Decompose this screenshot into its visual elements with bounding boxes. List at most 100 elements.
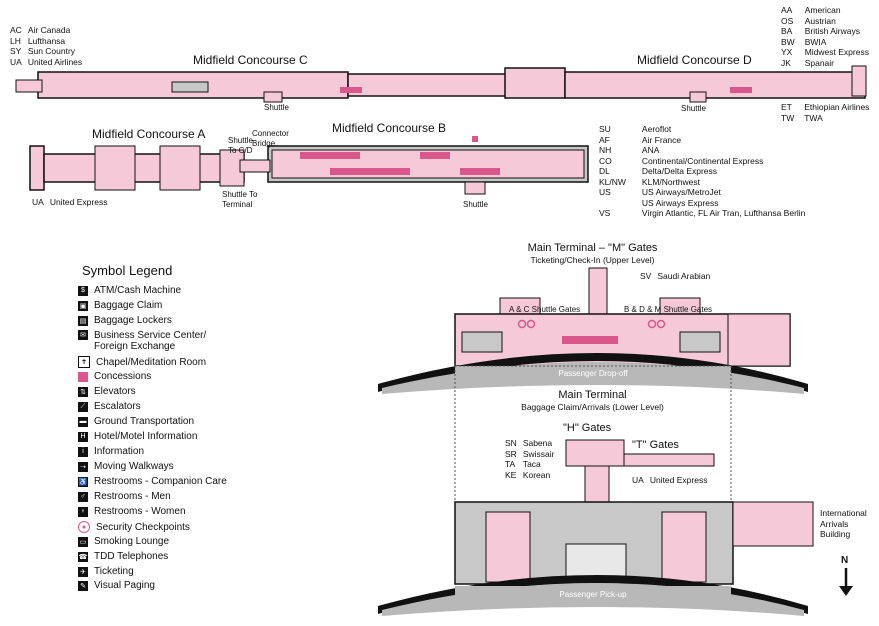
airline-code: UA bbox=[32, 197, 44, 207]
legend-label: ATM/Cash Machine bbox=[94, 285, 182, 296]
concourse-c-building bbox=[15, 71, 509, 103]
airline-name: ANA bbox=[641, 145, 660, 155]
ticketing-upper-label: Ticketing/Check-In (Upper Level) bbox=[530, 255, 655, 265]
legend-label: Baggage Claim bbox=[94, 300, 163, 311]
security-checkpoint-icon: ● bbox=[78, 521, 90, 533]
legend-label: Elevators bbox=[94, 386, 136, 397]
smoking-lounge-icon: ▭ bbox=[78, 536, 88, 547]
airline-name: Spanair bbox=[804, 57, 835, 68]
legend-item: ✝Chapel/Meditation Room bbox=[78, 356, 206, 368]
legend-label: Visual Paging bbox=[94, 580, 155, 591]
legend-label: Ticketing bbox=[94, 566, 134, 577]
airline-name: US Airways/MetroJet bbox=[641, 187, 721, 197]
airline-code: AA bbox=[781, 5, 793, 15]
legend-label: Ground Transportation bbox=[94, 416, 195, 427]
airline-code: UA bbox=[10, 56, 22, 67]
bdm-shuttle-gates-label: B & D & M Shuttle Gates bbox=[624, 305, 713, 314]
baggage-claim-icon: ▣ bbox=[78, 300, 88, 311]
legend-label: Baggage Lockers bbox=[94, 315, 172, 326]
airline-name: Air France bbox=[641, 134, 682, 145]
shuttle-to-cd-label: Shuttle To C/D bbox=[228, 136, 253, 155]
airline-code: TW bbox=[781, 112, 795, 123]
legend-item: ▬ Ground Transportation bbox=[78, 416, 194, 427]
legend-label: Moving Walkways bbox=[94, 461, 174, 472]
ground-transportation-icon: ▬ bbox=[78, 416, 88, 427]
legend-label: Restrooms - Men bbox=[94, 491, 171, 502]
concourse-c-title: Midfield Concourse C bbox=[193, 53, 308, 67]
escalator-icon: ⟋ bbox=[78, 401, 88, 412]
airline-name: United Airlines bbox=[27, 56, 83, 67]
legend-item: ▣ Baggage Claim bbox=[78, 300, 162, 311]
airline-name: Korean bbox=[522, 469, 551, 480]
airline-name: Saudi Arabian bbox=[657, 271, 711, 281]
airlines-a-list: UA United Express bbox=[32, 197, 107, 208]
airline-code: CO bbox=[599, 155, 612, 166]
legend-item: ♿Restrooms - Companion Care bbox=[78, 476, 227, 487]
concourse-d-title: Midfield Concourse D bbox=[637, 53, 752, 67]
legend-item: ▭Smoking Lounge bbox=[78, 536, 169, 547]
legend-label: Hotel/Motel Information bbox=[94, 431, 198, 442]
airline-code: SV bbox=[640, 271, 652, 281]
airline-name: Aeroflot bbox=[641, 124, 672, 134]
legend-item: ✉ Business Service Center/ Foreign Exchan… bbox=[78, 330, 206, 352]
shuttle-b-label: Shuttle bbox=[463, 200, 488, 209]
legend-label: Security Checkpoints bbox=[96, 521, 190, 533]
airline-code: US bbox=[599, 187, 611, 197]
restroom-men-icon: ♂ bbox=[78, 491, 88, 502]
concourse-a-title: Midfield Concourse A bbox=[92, 127, 206, 141]
legend-item: ⇅Elevators bbox=[78, 386, 136, 397]
legend-item: ✎ Visual Paging bbox=[78, 580, 155, 591]
legend-item: ⟋Escalators bbox=[78, 401, 141, 412]
airline-code: SY bbox=[10, 46, 22, 56]
legend-item: ☎TDD Telephones bbox=[78, 551, 168, 562]
airline-code: AF bbox=[599, 134, 610, 145]
airline-name: Continental/Continental Express bbox=[641, 155, 764, 166]
legend-title: Symbol Legend bbox=[82, 263, 173, 278]
airline-code: BW bbox=[781, 36, 795, 47]
airline-name: Delta/Delta Express bbox=[641, 166, 718, 176]
connector-bridge-label: Connector Bridge bbox=[252, 129, 289, 148]
legend-item: ➝Moving Walkways bbox=[78, 461, 174, 472]
drop-off-label: Passenger Drop-off bbox=[558, 369, 628, 378]
hotel-info-icon: H bbox=[78, 431, 88, 442]
legend-label: Restrooms - Women bbox=[94, 506, 186, 517]
airline-name: United Express bbox=[49, 197, 108, 207]
concessions-icon bbox=[78, 371, 88, 382]
north-arrow-icon bbox=[839, 568, 853, 596]
legend-label: Business Service Center/ Foreign Exchang… bbox=[94, 330, 207, 352]
airline-code: VS bbox=[599, 208, 611, 218]
legend-label: Information bbox=[94, 446, 145, 457]
airline-code: SN bbox=[505, 438, 517, 448]
legend-item: ♀Restrooms - Women bbox=[78, 506, 186, 517]
airlines-t-list: UA United Express bbox=[632, 475, 707, 486]
legend-label: TDD Telephones bbox=[94, 551, 169, 562]
airline-name: BWIA bbox=[804, 36, 827, 47]
legend-item: ● Security Checkpoints bbox=[78, 521, 190, 533]
airline-name: Lufthansa bbox=[27, 35, 66, 46]
atm-icon: $ bbox=[78, 285, 88, 296]
airline-name: Ethiopian Airlines bbox=[804, 102, 870, 112]
t-gates-title: "T" Gates bbox=[632, 439, 679, 451]
airline-name: British Airways bbox=[804, 26, 860, 36]
airline-code: UA bbox=[632, 475, 644, 485]
airline-code: TA bbox=[505, 459, 516, 469]
airline-name: United Express bbox=[649, 475, 708, 485]
airline-code: BA bbox=[781, 26, 793, 36]
airline-code: SR bbox=[505, 448, 517, 459]
legend-item: ✈Ticketing bbox=[78, 566, 134, 577]
visual-paging-icon: ✎ bbox=[78, 580, 88, 591]
airline-name: TWA bbox=[804, 112, 823, 123]
information-icon: i bbox=[78, 446, 88, 457]
airline-name: Austrian bbox=[804, 15, 836, 26]
airline-name: Air Canada bbox=[27, 25, 71, 35]
airline-name: Taca bbox=[522, 459, 541, 469]
legend-item: Concessions bbox=[78, 371, 151, 382]
legend-label: Chapel/Meditation Room bbox=[96, 356, 207, 368]
intl-arrivals-label: International Arrivals Building bbox=[820, 508, 867, 539]
business-center-icon: ✉ bbox=[78, 330, 88, 340]
legend-item: ♂ Restrooms - Men bbox=[78, 491, 171, 502]
airline-code: ET bbox=[781, 102, 792, 112]
airline-name: Swissair bbox=[522, 448, 555, 459]
